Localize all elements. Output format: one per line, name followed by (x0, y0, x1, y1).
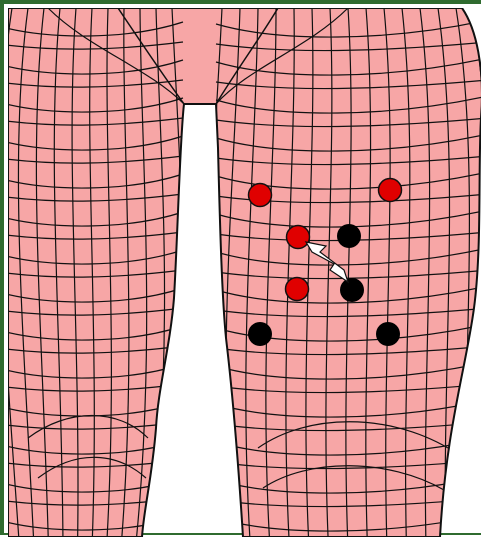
red-electrode-icon (249, 184, 272, 207)
black-electrode-icon (337, 224, 361, 248)
red-electrode-icon (379, 179, 402, 202)
black-electrode-icon (376, 322, 400, 346)
red-electrode-icon (286, 278, 309, 301)
black-electrode-icon (340, 278, 364, 302)
thigh-illustration (8, 8, 481, 537)
black-electrode-icon (248, 322, 272, 346)
red-electrode-icon (287, 226, 310, 249)
